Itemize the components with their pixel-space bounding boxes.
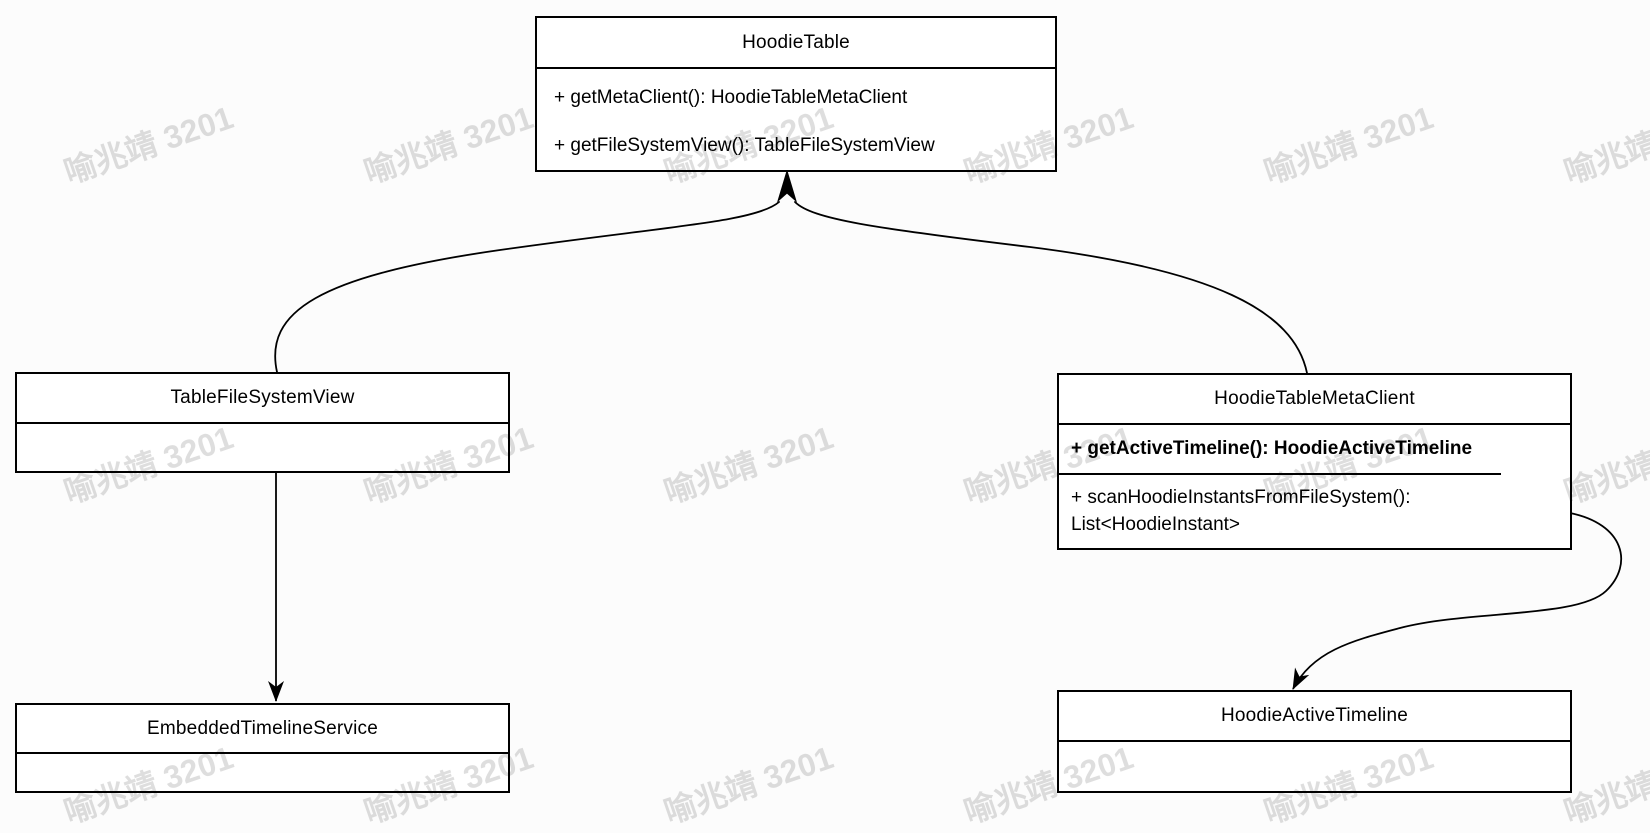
edge-hoodietablemetaclient-to-hoodietable — [794, 201, 1308, 374]
class-body-empty — [17, 422, 508, 471]
class-hoodie-table-meta-client[interactable]: HoodieTableMetaClient + getActiveTimelin… — [1057, 373, 1572, 550]
edge-hoodietablemetaclient-to-hoodieactivetimeline — [1292, 512, 1623, 690]
arrowhead-up-hoodietable — [777, 169, 797, 203]
class-title-hoodie-table: HoodieTable — [742, 31, 850, 53]
class-body-empty — [17, 752, 508, 791]
method-get-meta-client: + getMetaClient(): HoodieTableMetaClient — [554, 87, 908, 108]
class-title-embedded-timeline-service: EmbeddedTimelineService — [147, 717, 378, 739]
class-table-file-system-view[interactable]: TableFileSystemView — [15, 372, 510, 473]
class-title-table-file-system-view: TableFileSystemView — [170, 387, 355, 408]
method-get-file-system-view: + getFileSystemView(): TableFileSystemVi… — [554, 135, 935, 156]
class-hoodie-active-timeline[interactable]: HoodieActiveTimeline — [1057, 690, 1572, 793]
class-hoodie-table[interactable]: HoodieTable + getMetaClient(): HoodieTab… — [535, 16, 1057, 172]
method-get-active-timeline: + getActiveTimeline(): HoodieActiveTimel… — [1059, 423, 1570, 473]
edge-tablefilesystemview-to-hoodietable — [274, 201, 780, 373]
class-title-hoodie-active-timeline: HoodieActiveTimeline — [1220, 705, 1409, 726]
method-scan-hoodie-instants: + scanHoodieInstantsFromFileSystem(): Li… — [1059, 473, 1501, 548]
class-title-hoodie-table-meta-client: HoodieTableMetaClient — [1214, 388, 1415, 409]
relation-edges — [268, 169, 1623, 702]
class-methods-hoodie-table: + getMetaClient(): HoodieTableMetaClient… — [537, 67, 1055, 168]
class-embedded-timeline-service[interactable]: EmbeddedTimelineService — [15, 703, 510, 793]
class-body-empty — [1059, 740, 1570, 791]
